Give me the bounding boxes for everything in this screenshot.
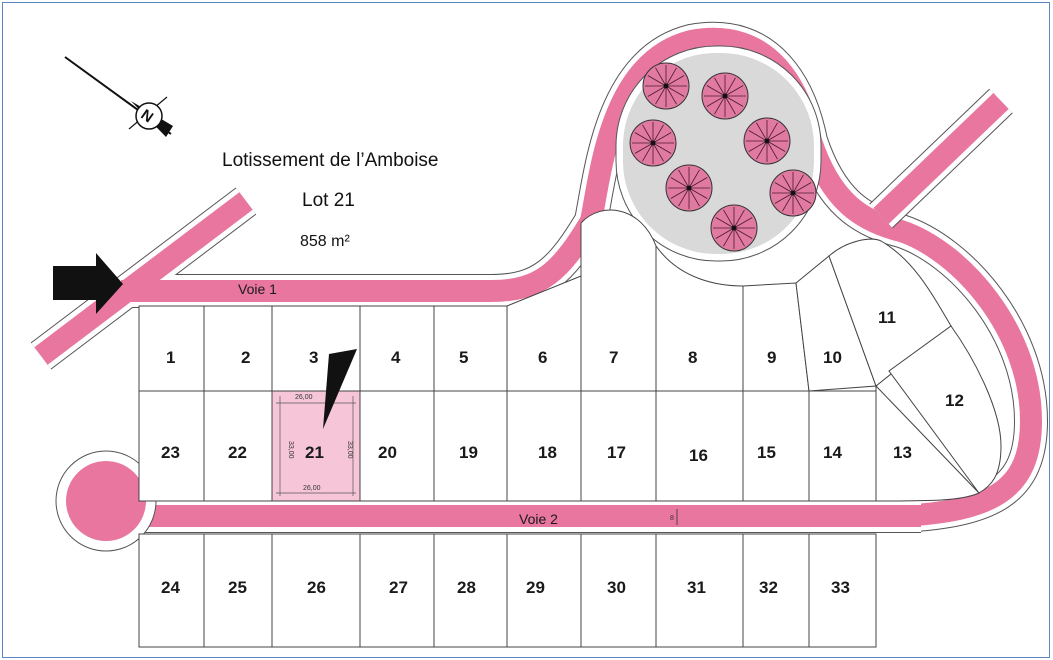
lot-number: 20 [378, 443, 397, 462]
tree-icon [769, 169, 817, 217]
lot-number: 6 [538, 348, 547, 367]
lot-number: 17 [607, 443, 626, 462]
lot-28[interactable] [433, 533, 508, 648]
lot-number: 1 [166, 348, 175, 367]
lot-label: Lot 21 [302, 190, 355, 211]
lot-number: 22 [228, 443, 247, 462]
svg-text:8: 8 [670, 515, 674, 522]
lot-number: 23 [161, 443, 180, 462]
lot-number: 11 [878, 308, 896, 327]
lot-5[interactable] [433, 305, 508, 392]
lot-number: 13 [893, 443, 912, 462]
compass-icon: N [64, 56, 173, 137]
lot-2[interactable] [203, 305, 273, 392]
lot-26[interactable] [271, 533, 361, 648]
green-island [615, 45, 822, 262]
tree-icon [665, 164, 713, 212]
lot-number: 25 [228, 578, 247, 597]
lot-number: 4 [391, 348, 401, 367]
lot-3[interactable] [271, 305, 361, 392]
lot-22[interactable] [203, 390, 273, 502]
lot-32[interactable] [742, 533, 810, 648]
road-label-voie-2: Voie 2 [519, 511, 558, 527]
road-width-mark: 8 [670, 509, 678, 525]
lot-33[interactable] [808, 533, 877, 648]
lot-13[interactable] [875, 384, 980, 502]
lot-4[interactable] [359, 305, 435, 392]
site-plan: 26,00 26,00 33,00 33,00 1 2 3 4 5 6 7 8 … [30, 22, 1048, 648]
lot-21[interactable] [271, 390, 361, 502]
lots [138, 209, 1002, 648]
tree-icon [701, 72, 749, 120]
tree-icon [710, 204, 758, 252]
lot-number: 31 [687, 578, 706, 597]
lot-number: 28 [457, 578, 476, 597]
lot-area: 858 m² [300, 233, 350, 250]
lot-numbers: 1 2 3 4 5 6 7 8 9 10 11 12 13 14 15 16 1… [161, 308, 964, 597]
lot-number: 3 [309, 348, 318, 367]
lot-number: 27 [389, 578, 408, 597]
tree-icon [642, 62, 690, 110]
lot-number: 21 [305, 443, 324, 462]
lot-number: 7 [609, 348, 618, 367]
dim-top: 26,00 [295, 394, 313, 401]
lot-16[interactable] [655, 390, 744, 502]
tree-icon [629, 119, 677, 167]
road-label-voie-1: Voie 1 [238, 281, 277, 297]
dim-bottom: 26,00 [303, 485, 321, 492]
lot-12[interactable] [888, 325, 1002, 494]
lot-number: 24 [161, 578, 180, 597]
lot-17[interactable] [580, 390, 657, 502]
dim-left: 33,00 [287, 441, 294, 459]
lot-30[interactable] [580, 533, 657, 648]
tree-icon [743, 117, 791, 165]
lot-29[interactable] [506, 533, 582, 648]
lot-number: 16 [689, 446, 708, 465]
dim-right: 33,00 [346, 441, 353, 459]
lot-number: 9 [767, 348, 776, 367]
lot-7[interactable] [580, 209, 657, 392]
lot-25[interactable] [203, 533, 273, 648]
lot-number: 33 [831, 578, 850, 597]
lot-number: 15 [757, 443, 776, 462]
lot-number: 5 [459, 348, 468, 367]
lot-number: 14 [823, 443, 842, 462]
lot-number: 32 [759, 578, 778, 597]
lot-15[interactable] [742, 390, 810, 502]
lot-pointer-icon [323, 349, 357, 429]
lot-number: 29 [526, 578, 545, 597]
lot-27[interactable] [359, 533, 435, 648]
lot-number: 12 [945, 391, 964, 410]
plan-title: Lotissement de l’Amboise [222, 150, 439, 171]
lot-number: 18 [538, 443, 557, 462]
lot-21-dimensions [276, 396, 356, 496]
lot-number: 8 [688, 348, 697, 367]
lot-number: 26 [307, 578, 326, 597]
lot-14[interactable] [808, 390, 877, 502]
entrance-arrow-icon [53, 253, 123, 314]
lot-number: 30 [607, 578, 626, 597]
lot-number: 2 [241, 348, 250, 367]
lot-8[interactable] [655, 244, 744, 392]
lot-number: 10 [823, 348, 842, 367]
lot-20[interactable] [359, 390, 435, 502]
lot-18[interactable] [506, 390, 582, 502]
lot-number: 19 [459, 443, 478, 462]
